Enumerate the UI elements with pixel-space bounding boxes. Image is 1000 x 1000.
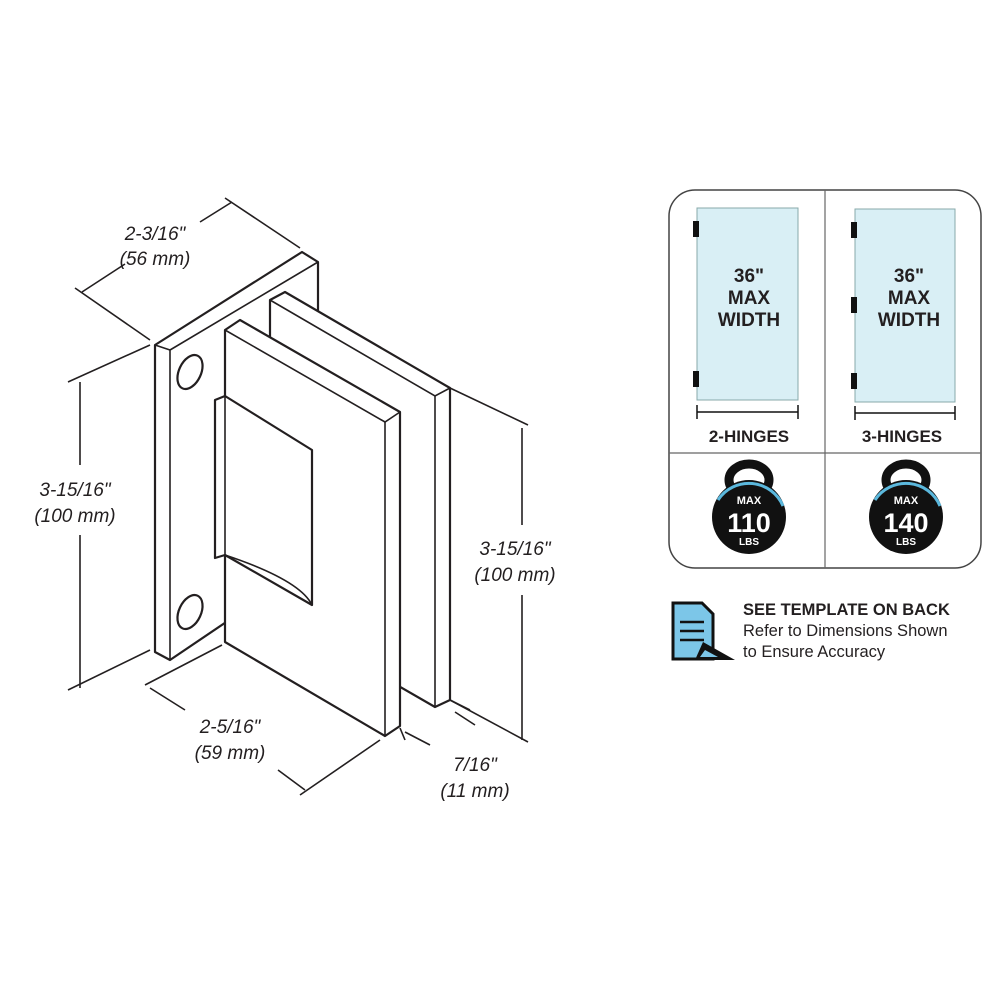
hinge-icon <box>851 222 857 238</box>
bottom-width-imperial: 2-5/16" <box>199 717 262 738</box>
note-line1: Refer to Dimensions Shown <box>743 622 948 640</box>
hinge-icon <box>693 221 699 237</box>
width-line1: MAX <box>888 288 931 309</box>
mounting-hole-top <box>176 353 204 391</box>
right-height-metric: (100 mm) <box>474 565 555 586</box>
weight-unit: LBS <box>896 537 916 548</box>
gap-metric: (11 mm) <box>440 781 509 802</box>
hinge-icon <box>693 371 699 387</box>
left-height-metric: (100 mm) <box>34 506 115 527</box>
gap-imperial: 7/16" <box>453 755 498 776</box>
document-template-icon <box>671 601 735 661</box>
width-value: 36" <box>734 266 764 287</box>
weight-value: 140 <box>883 508 928 538</box>
width-line2: WIDTH <box>718 310 780 331</box>
weight-unit: LBS <box>739 537 759 548</box>
hinge-icon <box>851 373 857 389</box>
width-line2: WIDTH <box>878 310 940 331</box>
right-height-imperial: 3-15/16" <box>479 539 551 560</box>
template-note: SEE TEMPLATE ON BACK Refer to Dimensions… <box>743 600 950 663</box>
mounting-hole-bottom <box>176 593 204 631</box>
weight-icon: MAX 140 LBS <box>869 459 943 554</box>
spec-panel: 36" MAX WIDTH 2-HINGES MAX 110 LBS 36" M… <box>668 189 982 569</box>
top-width-imperial: 2-3/16" <box>124 224 187 245</box>
glass-door-2-hinges <box>696 207 799 401</box>
hinge-body <box>213 394 314 607</box>
width-value: 36" <box>894 266 924 287</box>
left-height-imperial: 3-15/16" <box>39 480 111 501</box>
bottom-width-metric: (59 mm) <box>195 743 266 764</box>
weight-max: MAX <box>737 495 762 507</box>
glass-door-3-hinges <box>854 208 956 403</box>
weight-icon: MAX 110 LBS <box>712 459 786 554</box>
dimension-lines <box>67 197 529 796</box>
note-line2: to Ensure Accuracy <box>743 643 886 661</box>
width-line1: MAX <box>728 288 771 309</box>
hinge-label: 2-HINGES <box>709 427 789 446</box>
hinge-icon <box>851 297 857 313</box>
hinge-label: 3-HINGES <box>862 427 942 446</box>
weight-value: 110 <box>727 508 771 538</box>
weight-max: MAX <box>894 495 919 507</box>
note-title: SEE TEMPLATE ON BACK <box>743 601 950 619</box>
top-width-metric: (56 mm) <box>120 249 191 270</box>
